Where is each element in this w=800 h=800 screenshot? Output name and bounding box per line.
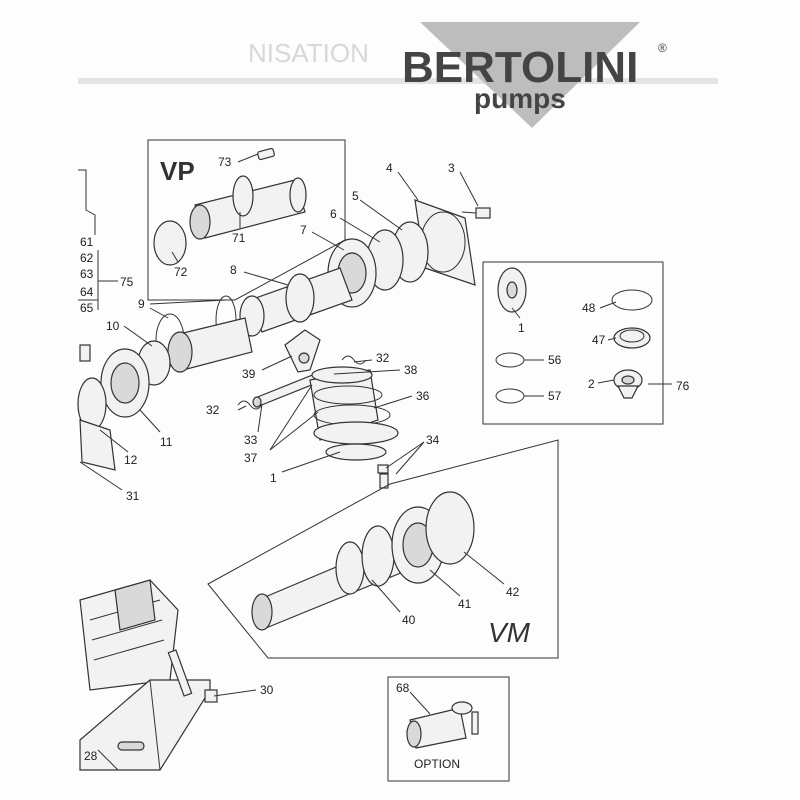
part-40-shaft — [251, 525, 409, 631]
part-fragment — [79, 344, 91, 362]
ghost-header-text: NISATION — [248, 38, 369, 68]
vp-box: VP — [147, 139, 346, 301]
vp-box-frame — [147, 139, 346, 301]
callout-7: 7 — [300, 223, 307, 237]
logo-brand-name: BERTOLINI — [402, 43, 638, 92]
leader-lines — [79, 153, 672, 771]
left-bracket-list — [78, 169, 118, 310]
part-30-pin — [167, 649, 218, 703]
logo-registered-mark: ® — [658, 41, 667, 55]
part-39-clamp — [284, 329, 321, 373]
callout-57: 57 — [548, 389, 562, 403]
callout-41: 41 — [458, 597, 472, 611]
part-36-bellows — [309, 366, 399, 445]
callout-33: 33 — [244, 433, 258, 447]
callout-76: 76 — [676, 379, 690, 393]
callout-3: 3 — [448, 161, 455, 175]
part-31-housing — [79, 419, 116, 471]
callout-61: 61 — [80, 235, 94, 249]
part-47-ring — [613, 327, 651, 349]
part-71-shaft — [189, 175, 307, 240]
callout-1-kit: 1 — [518, 321, 525, 335]
bertolini-logo: BERTOLINI ® pumps — [402, 22, 667, 128]
part-32-spring-left — [237, 400, 263, 410]
part-73-key — [257, 147, 275, 161]
callout-1-main: 1 — [270, 471, 277, 485]
callout-numbers: 73 71 72 4 3 5 6 7 8 9 10 11 12 31 61 62… — [80, 155, 690, 763]
callout-6: 6 — [330, 207, 337, 221]
callout-9: 9 — [138, 297, 145, 311]
callout-42: 42 — [506, 585, 520, 599]
part-34-bolts — [377, 464, 389, 489]
part-68-fitting — [406, 701, 479, 749]
kit-box-frame — [482, 261, 664, 425]
callout-30: 30 — [260, 683, 274, 697]
part-72-cap — [153, 220, 187, 266]
callout-36: 36 — [416, 389, 430, 403]
option-box: OPTION — [387, 676, 510, 782]
callout-4: 4 — [386, 161, 393, 175]
part-56-oring — [495, 352, 525, 368]
logo-subtitle: pumps — [474, 83, 566, 114]
callout-38: 38 — [404, 363, 418, 377]
callout-11: 11 — [160, 435, 173, 449]
callout-47: 47 — [592, 333, 606, 347]
callout-39: 39 — [242, 367, 256, 381]
option-box-frame — [387, 676, 510, 782]
part-48-circlip — [611, 289, 653, 311]
callout-32-left: 32 — [206, 403, 220, 417]
callout-31: 31 — [126, 489, 140, 503]
callout-65: 65 — [80, 301, 94, 315]
main-shaft-assembly — [77, 199, 491, 471]
part-57-oring — [495, 388, 525, 404]
callout-8: 8 — [230, 263, 237, 277]
part-8-shaft — [239, 267, 353, 337]
callout-63: 63 — [80, 267, 94, 281]
part-32-spring-right — [341, 355, 367, 365]
part-10-hub — [167, 317, 253, 373]
part-2-valve — [613, 369, 643, 399]
part-3-bolt — [461, 207, 491, 219]
callout-64: 64 — [80, 285, 94, 299]
vm-box-frame — [207, 439, 559, 659]
header-band — [78, 78, 718, 84]
callout-71: 71 — [232, 231, 246, 245]
part-11-bearing — [100, 348, 150, 418]
callout-62: 62 — [80, 251, 94, 265]
part-1-disc — [497, 267, 527, 313]
callout-32-right: 32 — [376, 351, 390, 365]
callout-48: 48 — [582, 301, 596, 315]
callout-68: 68 — [396, 681, 410, 695]
callout-72: 72 — [174, 265, 188, 279]
callout-73: 73 — [218, 155, 232, 169]
callout-75: 75 — [120, 275, 134, 289]
callout-12: 12 — [124, 453, 138, 467]
kit-box-76 — [482, 261, 664, 425]
part-42-seal — [425, 491, 475, 565]
callout-28: 28 — [84, 749, 98, 763]
callout-56: 56 — [548, 353, 562, 367]
option-label: OPTION — [414, 757, 460, 771]
callout-40: 40 — [402, 613, 416, 627]
callout-37: 37 — [244, 451, 258, 465]
callout-34: 34 — [426, 433, 440, 447]
callout-10: 10 — [106, 319, 120, 333]
vp-box-title: VP — [160, 156, 195, 186]
callout-2: 2 — [588, 377, 595, 391]
part-1-washer — [325, 443, 387, 461]
logo-triangle — [420, 22, 640, 128]
vm-box: VM — [207, 439, 559, 659]
callout-5: 5 — [352, 189, 359, 203]
vm-box-title: VM — [488, 617, 531, 648]
part-4-flange — [414, 199, 476, 286]
pump-body-fragment — [79, 579, 179, 691]
